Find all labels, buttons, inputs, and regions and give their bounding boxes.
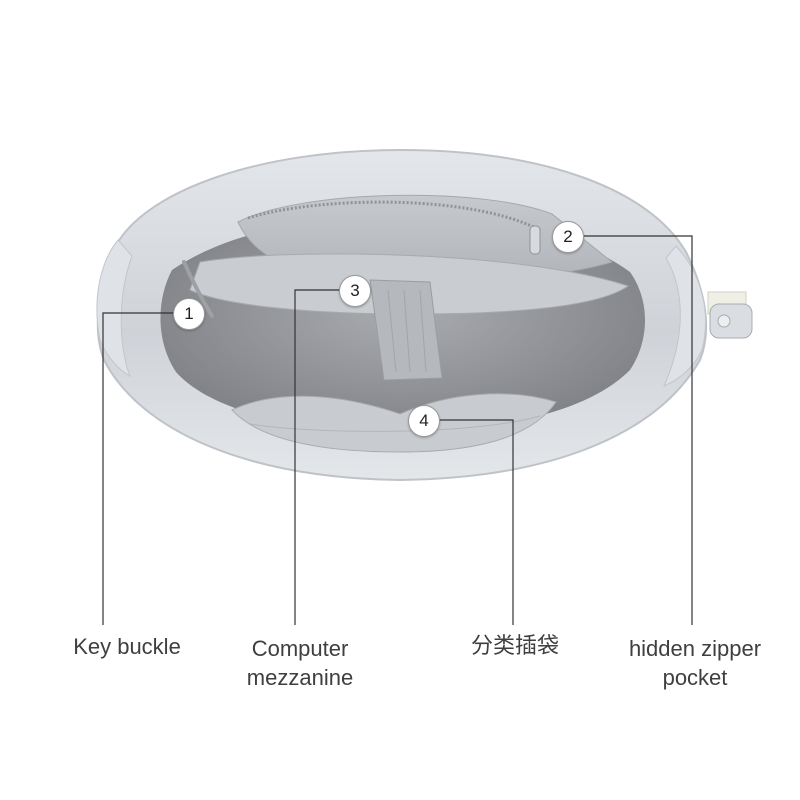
label-sorting-pockets: 分类插袋 xyxy=(470,634,559,659)
leader-line-3 xyxy=(294,289,340,625)
leader-line-2 xyxy=(584,235,693,625)
callout-badge-1: 1 xyxy=(173,298,205,330)
leader-line-1 xyxy=(102,312,174,625)
label-key-buckle: Key buckle xyxy=(73,634,181,659)
leader-lines xyxy=(102,235,693,625)
callout-badge-4: 4 xyxy=(408,405,440,437)
main-zipper-pull xyxy=(707,291,753,339)
front-sorting-pockets xyxy=(231,393,557,453)
computer-mezzanine-panel xyxy=(189,253,630,381)
leader-line-4 xyxy=(438,419,514,625)
label-hidden-zipper-pocket: hidden zipper pocket xyxy=(628,636,762,690)
label-computer-mezzanine: Computer mezzanine xyxy=(246,636,354,690)
callout-badge-3: 3 xyxy=(339,275,371,307)
key-buckle-cord xyxy=(182,260,214,318)
callout-badge-2: 2 xyxy=(552,221,584,253)
